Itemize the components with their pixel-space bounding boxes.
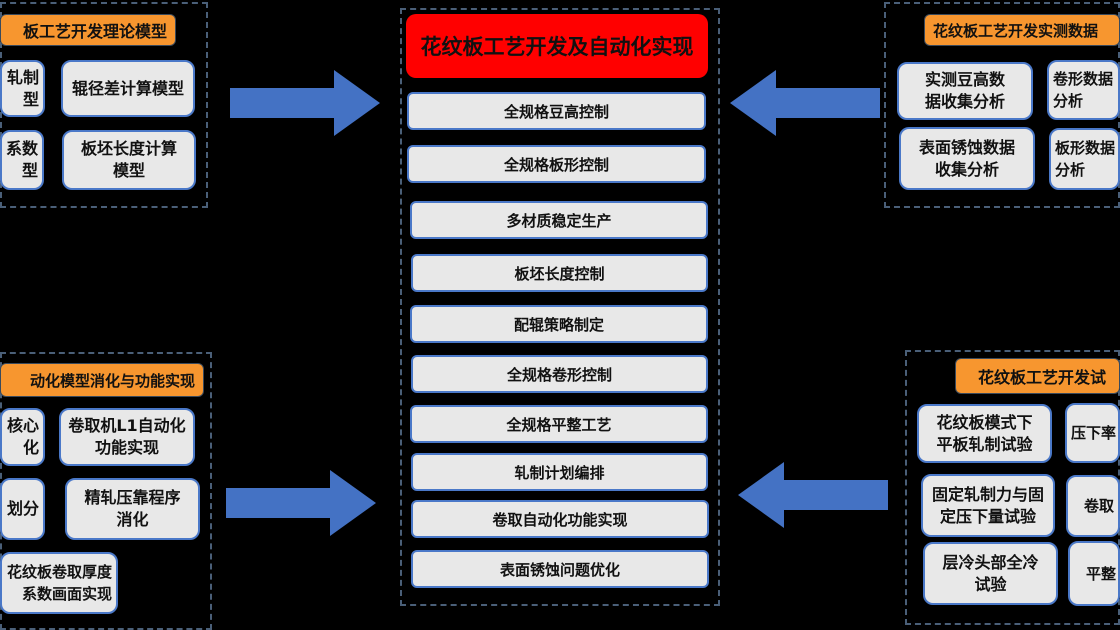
box-surface-rust-data: 表面锈蚀数据 收集分析 xyxy=(899,127,1035,190)
box-reduction-rate: 压下率 xyxy=(1065,403,1120,463)
group-header-trials: 花纹板工艺开发试 xyxy=(955,358,1120,394)
center-item: 全规格平整工艺 xyxy=(410,405,708,443)
group-header-theory-models: 板工艺开发理论模型 xyxy=(0,14,176,46)
arrow-left-icon xyxy=(730,70,880,136)
arrow-right-icon xyxy=(226,470,376,536)
box-flatness-data: 板形数据 分析 xyxy=(1049,128,1120,190)
box-coefficient-model: 系数 型 xyxy=(0,130,44,190)
box-coil-shape-data: 卷形数据 分析 xyxy=(1047,60,1120,120)
box-skin-pass: 平整 xyxy=(1068,541,1120,606)
main-title: 花纹板工艺开发及自动化实现 xyxy=(406,14,708,78)
center-item: 多材质稳定生产 xyxy=(410,201,708,239)
group-header-measured-data: 花纹板工艺开发实测数据 xyxy=(924,14,1120,46)
center-item: 轧制计划编排 xyxy=(411,453,708,491)
center-item: 全规格板形控制 xyxy=(407,145,706,183)
box-bean-height-data: 实测豆高数 据收集分析 xyxy=(897,62,1033,120)
box-slab-length-model: 板坯长度计算 模型 xyxy=(62,130,196,190)
center-item: 卷取自动化功能实现 xyxy=(411,500,709,538)
box-core-digest: 核心 化 xyxy=(0,408,45,466)
center-item: 配辊策略制定 xyxy=(410,305,708,343)
arrow-right-icon xyxy=(230,70,380,136)
center-item: 全规格豆高控制 xyxy=(407,92,706,130)
center-item: 全规格卷形控制 xyxy=(411,355,708,393)
box-finishing-zeroing-program: 精轧压靠程序 消化 xyxy=(65,478,200,540)
box-coiling: 卷取 xyxy=(1066,475,1120,537)
box-coil-thickness-screen: 花纹板卷取厚度 系数画面实现 xyxy=(0,552,118,614)
box-coiler-l1-automation: 卷取机L1自动化 功能实现 xyxy=(59,408,195,466)
center-item: 表面锈蚀问题优化 xyxy=(411,550,709,588)
arrow-left-icon xyxy=(738,462,888,528)
box-laminar-cooling-trial: 层冷头部全冷 试验 xyxy=(923,542,1058,605)
box-flat-rolling-trial: 花纹板模式下 平板轧制试验 xyxy=(917,404,1052,463)
group-center xyxy=(400,8,720,606)
box-fixed-force-trial: 固定轧制力与固 定压下量试验 xyxy=(921,474,1055,537)
group-header-automation-models: 动化模型消化与功能实现 xyxy=(0,363,204,397)
box-rolling-model: 轧制 型 xyxy=(0,60,45,117)
center-item: 板坯长度控制 xyxy=(411,254,708,292)
box-roll-diameter-model: 辊径差计算模型 xyxy=(61,60,195,117)
box-division: 划分 xyxy=(0,478,45,540)
